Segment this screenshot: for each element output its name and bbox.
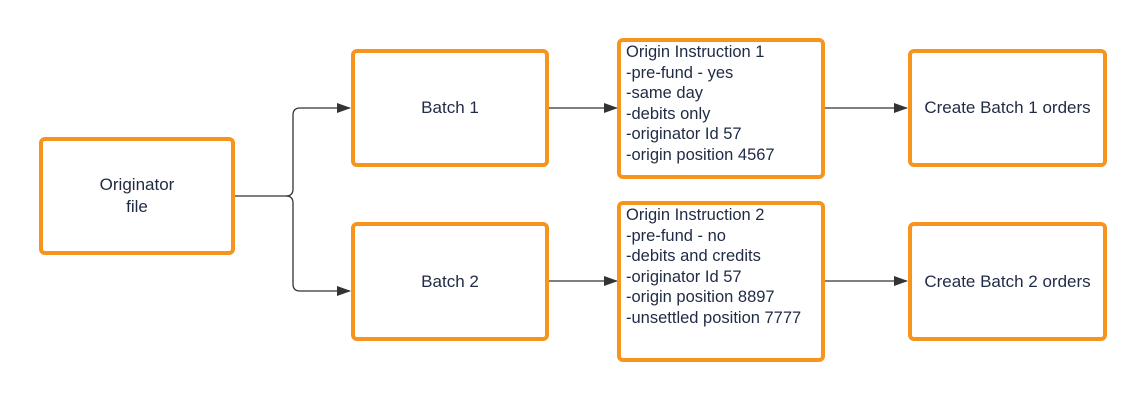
batch-2-box[interactable]: Batch 2 [351,222,549,341]
instruction-2-title: Origin Instruction 2 [626,206,765,224]
instruction-2-line: -origin position 8897 [626,288,775,306]
instruction-1-line: -same day [626,84,704,102]
connector-originator-to-batch2 [285,195,351,296]
instruction-1-line: -origin position 4567 [626,145,775,164]
instruction-1-line: -originator Id 57 [626,125,742,143]
instruction-1-line: -debits only [626,104,711,123]
instruction-2-line: -debits and credits [626,247,761,265]
origin-instruction-1-box[interactable]: Origin Instruction 1 -pre-fund - yes -sa… [617,38,825,179]
batch-2-label: Batch 2 [421,271,479,291]
batch-1-box[interactable]: Batch 1 [351,49,549,167]
create-batch-1-orders-label: Create Batch 1 orders [924,98,1091,117]
create-batch-1-orders-box[interactable]: Create Batch 1 orders [908,49,1107,167]
batch-1-label: Batch 1 [421,98,479,117]
originator-file-label-line1: Originator [99,175,175,194]
instruction-2-line: -pre-fund - no [626,226,726,245]
instruction-1-line: -pre-fund - yes [626,63,734,82]
create-batch-2-orders-box[interactable]: Create Batch 2 orders [908,222,1107,341]
originator-file-label-line2: file [126,197,148,216]
instruction-2-line: -originator Id 57 [626,267,742,286]
connector-originator-to-batch1 [234,103,351,197]
create-batch-2-orders-label: Create Batch 2 orders [924,271,1091,291]
instruction-2-line: -unsettled position 7777 [626,308,802,327]
origin-instruction-2-box[interactable]: Origin Instruction 2 -pre-fund - no -deb… [617,201,825,362]
instruction-1-title: Origin Instruction 1 [626,43,765,61]
originator-file-box[interactable]: Originator file [39,137,235,255]
